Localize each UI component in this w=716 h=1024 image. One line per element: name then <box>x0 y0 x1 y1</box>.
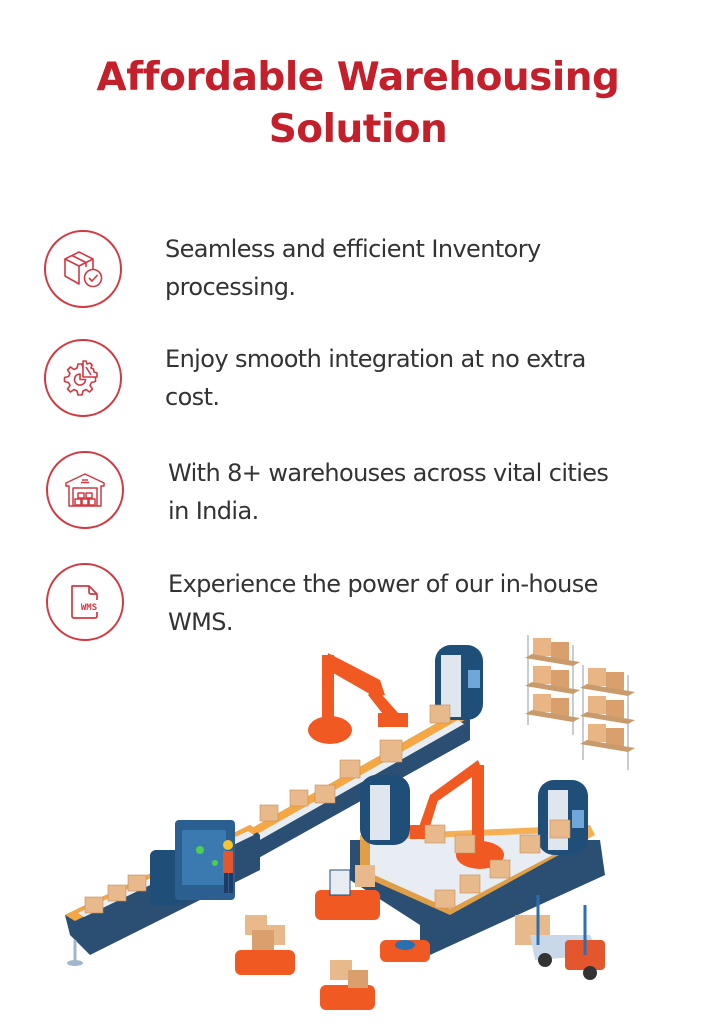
agv-robots <box>235 865 430 1010</box>
forklift <box>515 895 605 980</box>
feature-item-inventory: Seamless and efficient Inventory process… <box>0 228 716 328</box>
feature-item-integration: Enjoy smooth integration at no extra cos… <box>0 338 716 438</box>
feature-icon-circle: WMS <box>46 563 124 641</box>
feature-icon-circle <box>46 451 124 529</box>
title-line-2: Solution <box>268 107 448 152</box>
robot-arm-upper <box>308 653 408 744</box>
storage-racks <box>525 635 635 770</box>
wms-document-icon: WMS <box>71 585 101 619</box>
feature-icon-circle <box>44 230 122 308</box>
feature-item-warehouses: With 8+ warehouses across vital cities i… <box>0 450 716 550</box>
svg-text:WMS: WMS <box>81 603 97 613</box>
warehouse-automation-illustration <box>65 635 635 1010</box>
feature-text: Experience the power of our in-house WMS… <box>168 570 598 636</box>
feature-text: Seamless and efficient Inventory process… <box>165 235 541 301</box>
warehouse-icon <box>65 473 105 507</box>
gear-integration-icon <box>63 360 98 396</box>
feature-text: With 8+ warehouses across vital cities i… <box>168 459 609 525</box>
feature-text: Enjoy smooth integration at no extra cos… <box>165 345 586 411</box>
worker-figure <box>223 840 233 893</box>
page-title: Affordable Warehousing Solution <box>0 52 716 156</box>
feature-item-wms: WMS Experience the power of our in-house… <box>0 561 716 661</box>
box-check-icon <box>64 251 103 288</box>
feature-icon-circle <box>44 339 122 417</box>
title-line-1: Affordable Warehousing <box>96 55 620 100</box>
boxes <box>84 704 571 914</box>
